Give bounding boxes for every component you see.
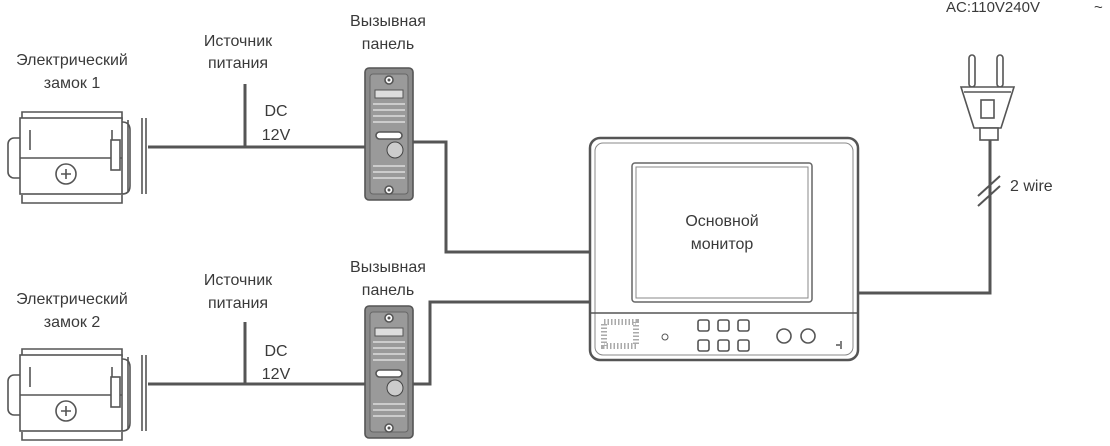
panel-2-label-line2: панель [362,282,414,299]
monitor-label-line1: Основной [685,213,758,230]
call-panel-1-icon [364,67,414,201]
unlock-button-icon [800,328,816,344]
psu-1-label-line1: Источник [204,33,273,50]
lock-1-label-line2: замок 1 [44,75,101,92]
lock-1-label-line1: Электрический [16,52,128,69]
psu-1-label-line2: питания [208,55,268,72]
dc-2-label-line2: 12V [262,366,291,383]
dc-2-label-line1: DC [264,343,287,360]
wire-monitor-power [858,140,992,295]
psu-2-label-line1: Источник [204,272,273,289]
wire-lock-2 [148,322,365,386]
ac-tilde-symbol: ~ [1094,0,1103,16]
call-button-icon [776,328,792,344]
two-wire-slash-icon [977,175,1001,207]
row-1: Электрический замок 1 Источник питания D… [7,13,590,254]
lock-2-label-line1: Электрический [16,291,128,308]
keypad-buttons [697,319,750,352]
power-icon [661,333,669,341]
panel-1-label-line1: Вызывная [350,13,426,30]
mic-icon [836,341,842,349]
panel-1-label-line2: панель [362,36,414,53]
lock-2-label-line2: замок 2 [44,314,101,331]
wire-panel-2-monitor [413,300,590,386]
plug-icon [959,54,1016,141]
dc-1-label-line1: DC [264,103,287,120]
row-2: Электрический замок 2 Источник питания D… [7,259,590,441]
dc-1-label-line2: 12V [262,127,291,144]
electric-lock-1-icon [7,111,147,204]
wire-lock-1 [148,84,365,149]
wire-count-label: 2 wire [1010,178,1053,195]
psu-2-label-line2: питания [208,295,268,312]
electric-lock-2-icon [7,348,147,441]
call-panel-2-icon [364,305,414,439]
monitor-label-line2: монитор [691,236,754,253]
ac-voltage-label: AC:110V240V [946,0,1040,16]
main-monitor: Основной монитор [588,136,860,362]
wire-panel-1-monitor [413,140,590,254]
panel-2-label-line1: Вызывная [350,259,426,276]
